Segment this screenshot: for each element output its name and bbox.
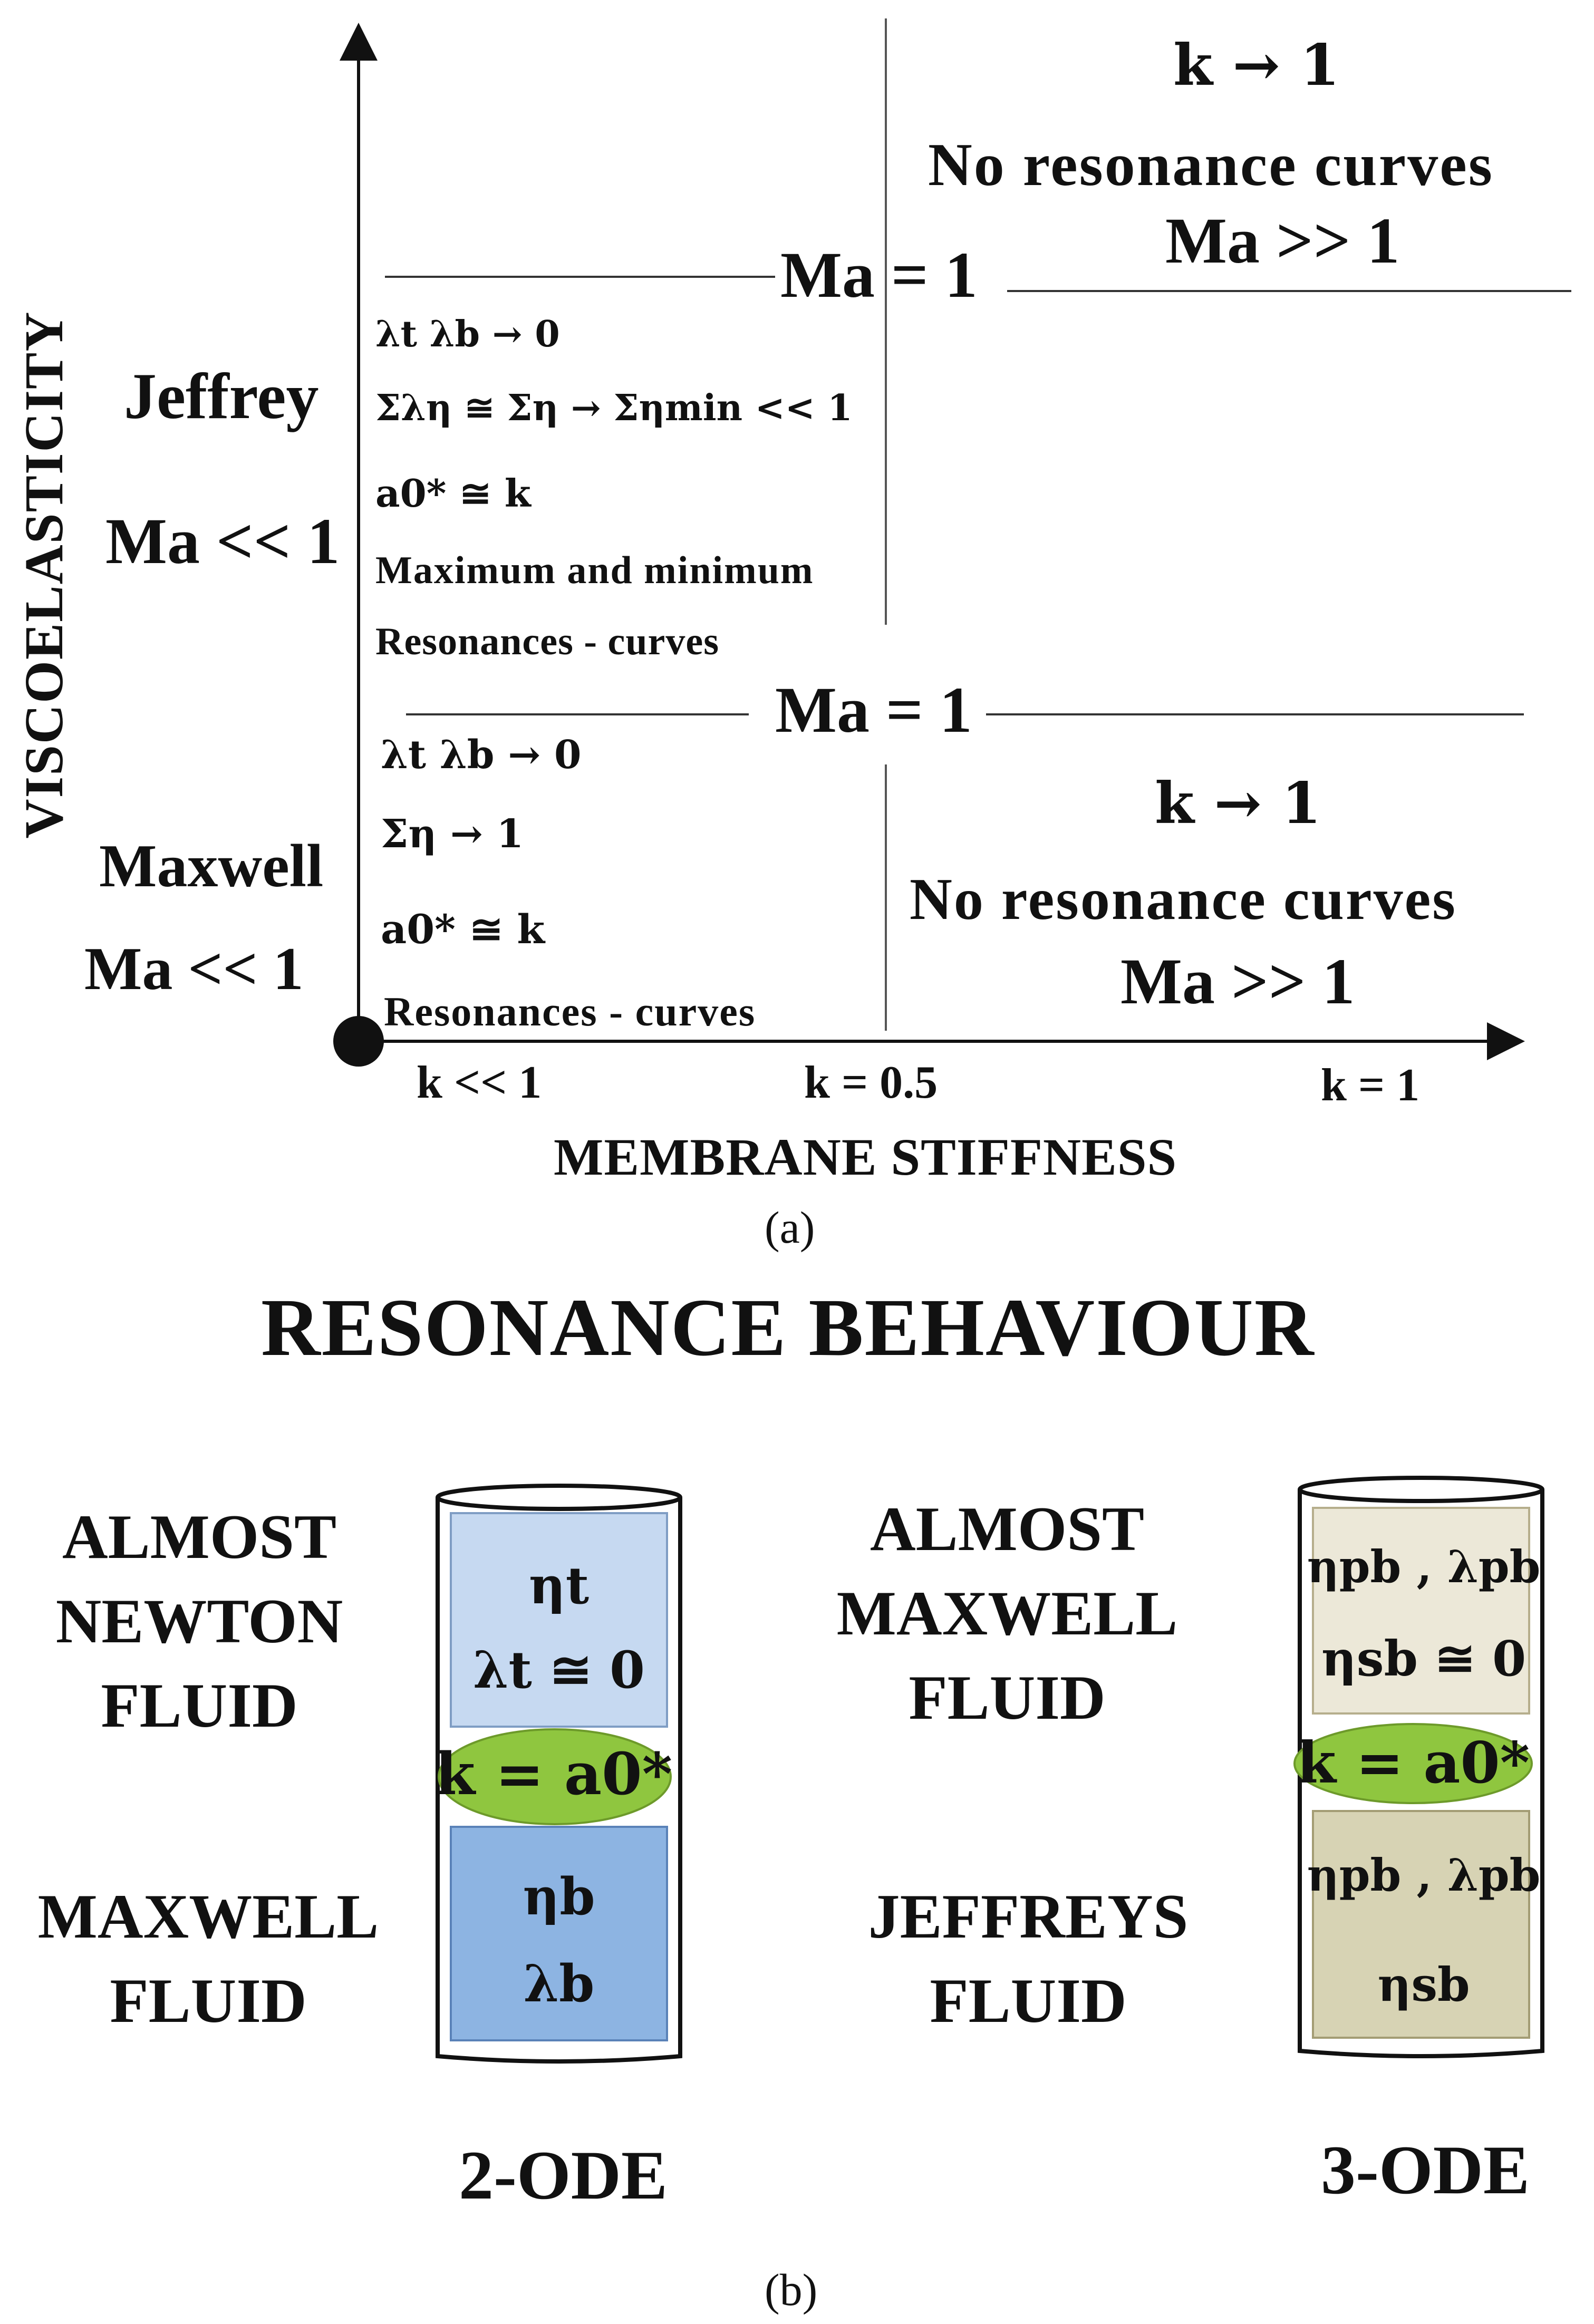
boundary-upper-label: Ma = 1 [780, 239, 978, 311]
lower-right-ma: Ma >> 1 [1120, 945, 1355, 1018]
jeffrey-line-4: Maximum and minimum [375, 549, 814, 592]
jeffrey-line-1: λt λb → 0 [375, 313, 560, 355]
right-bottom-label-1: JEFFREYS [868, 1881, 1189, 1951]
x-tick-k-half: k = 0.5 [804, 1057, 938, 1108]
jeffrey-label: Jeffrey [124, 360, 319, 432]
x-tick-k-one: k = 1 [1321, 1060, 1420, 1111]
maxwell-line-3: a0* ≅ k [381, 906, 545, 953]
upper-right-k: k → 1 [1173, 32, 1340, 99]
right-bottom-label-2: FLUID [930, 1965, 1127, 2036]
maxwell-line-1: λt λb → 0 [381, 732, 582, 778]
jeffrey-line-3: a0* ≅ k [375, 471, 531, 516]
left-cylinder-top [436, 1484, 682, 1511]
left-top-label-3: FLUID [101, 1670, 298, 1740]
caption-b: (b) [765, 2264, 818, 2315]
lower-right-text: No resonance curves [910, 867, 1457, 932]
maxwell-label: Maxwell [99, 832, 324, 900]
caption-a: (a) [765, 1202, 815, 1253]
newton-box-line-2: λt ≅ 0 [473, 1640, 645, 1700]
upper-right-text: No resonance curves [928, 131, 1494, 199]
origin-dot [333, 1016, 384, 1067]
jeffreys-line-1: ηpb , λpb [1307, 1849, 1541, 1901]
almost-maxwell-line-1: ηpb , λpb [1307, 1541, 1541, 1593]
jeffrey-line-2: Σλη ≅ Ση → Σηmin << 1 [375, 387, 853, 429]
right-top-label-3: FLUID [909, 1662, 1106, 1732]
panel-b-title: RESONANCE BEHAVIOUR [261, 1282, 1315, 1373]
left-top-label: ALMOST NEWTON FLUID [46, 1495, 352, 1748]
right-cylinder-top [1298, 1476, 1544, 1503]
x-axis-label: MEMBRANE STIFFNESS [554, 1128, 1177, 1186]
jeffreys-box [1312, 1810, 1530, 2039]
panel-a-diagram: VISCOELASTICITY [14, 18, 1571, 1067]
maxwell-line-2: Ση → 1 [381, 811, 524, 857]
right-k-label: k = a0* [1296, 1730, 1530, 1796]
right-cylinder [1293, 1476, 1544, 2058]
left-k-label: k = a0* [434, 1740, 673, 1808]
newton-box [450, 1512, 668, 1728]
maxwell-line-4: Resonances - curves [384, 989, 756, 1034]
right-top-label-2: MAXWELL [836, 1578, 1178, 1648]
lower-right-k: k → 1 [1155, 770, 1321, 837]
right-bottom-label: JEFFREYS FLUID [833, 1874, 1223, 2043]
right-k-ellipse [1293, 1723, 1533, 1804]
x-tick-k-small: k << 1 [417, 1057, 542, 1108]
maxwell-box-line-2: λb [523, 1954, 595, 2013]
jeffrey-line-5: Resonances - curves [375, 620, 720, 663]
left-top-label-1: ALMOST [62, 1502, 337, 1572]
y-axis-label: VISCOELASTICITY [14, 311, 74, 839]
left-footer: 2-ODE [459, 2136, 668, 2214]
newton-box-line-1: ηt [528, 1556, 590, 1615]
right-top-label-1: ALMOST [870, 1494, 1145, 1564]
left-bottom-label-1: MAXWELL [37, 1881, 379, 1951]
left-bottom-label-2: FLUID [110, 1965, 307, 2036]
jeffreys-line-2: ηsb [1377, 1957, 1470, 2012]
maxwell-box-line-1: ηb [523, 1867, 595, 1926]
upper-right-ma: Ma >> 1 [1165, 205, 1400, 277]
boundary-middle-label: Ma = 1 [775, 674, 972, 746]
almost-maxwell-line-2: ηsb ≅ 0 [1321, 1630, 1527, 1687]
left-bottom-label: MAXWELL FLUID [18, 1874, 398, 2043]
right-footer: 3-ODE [1321, 2131, 1530, 2209]
jeffrey-ma-label: Ma << 1 [105, 505, 340, 577]
almost-maxwell-box [1312, 1507, 1530, 1715]
right-top-label: ALMOST MAXWELL FLUID [812, 1487, 1202, 1740]
left-k-ellipse [438, 1728, 672, 1825]
left-cylinder [436, 1484, 682, 2064]
left-top-label-2: NEWTON [55, 1586, 343, 1656]
maxwell-ma-label: Ma << 1 [84, 935, 304, 1003]
maxwell-box [450, 1826, 668, 2041]
